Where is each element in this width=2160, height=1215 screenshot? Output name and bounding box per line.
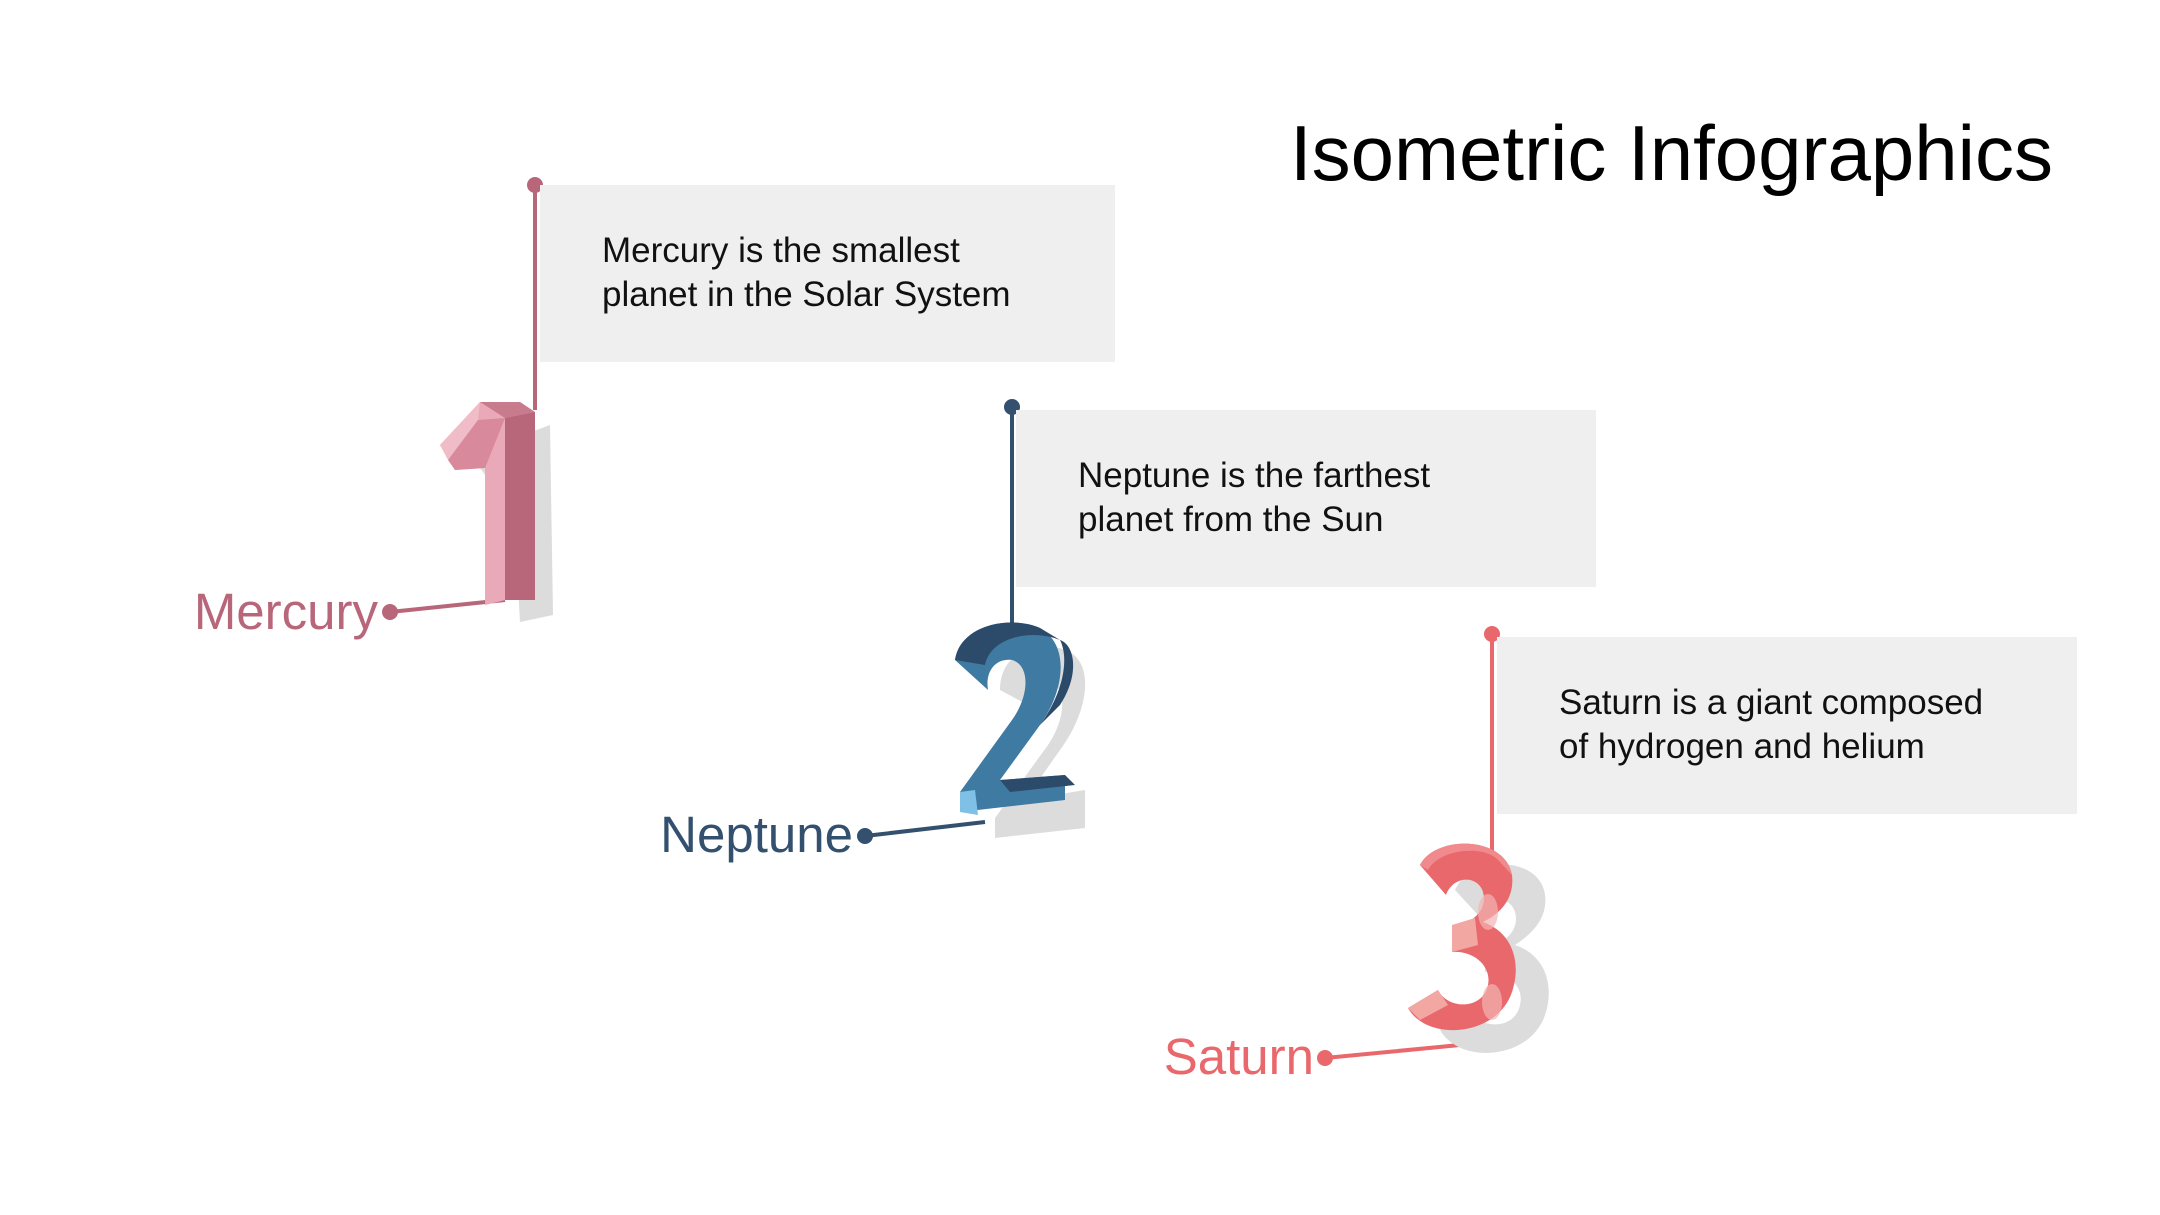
step-2-description-line-2: planet from the Sun: [1078, 500, 1384, 540]
step-3-label-line: [1324, 1043, 1461, 1060]
step-1-top-dot: [527, 177, 543, 193]
page-title: Isometric Infographics: [1290, 109, 2053, 197]
step-3-description-line-1: Saturn is a giant composed: [1559, 683, 1984, 722]
step-1-label-dot: [382, 604, 398, 620]
step-3-connectors: [1317, 626, 1500, 1066]
step-1-description-line-1: Mercury is the smallest: [602, 231, 960, 270]
digit-3-icon: [1408, 843, 1549, 1053]
step-1-label: Mercury: [193, 583, 378, 640]
step-1-description-box: Mercury is the smallest planet in the So…: [540, 185, 1115, 362]
digit-1-icon: [440, 402, 553, 622]
step-2-description-box: Neptune is the farthest planet from the …: [1016, 410, 1596, 587]
step-3-description-line-2: of hydrogen and helium: [1559, 727, 1925, 767]
digit-2-icon: [955, 622, 1086, 838]
step-2-description-line-1: Neptune is the farthest: [1078, 456, 1431, 495]
step-2-label-dot: [857, 828, 873, 844]
step-3-top-dot: [1484, 626, 1500, 642]
step-2-label: Neptune: [660, 806, 853, 863]
step-3-label: Saturn: [1163, 1028, 1314, 1085]
step-3-label-dot: [1317, 1050, 1333, 1066]
step-2-label-line: [864, 820, 986, 838]
step-3-description-box: Saturn is a giant composed of hydrogen a…: [1497, 637, 2077, 814]
step-1-description-line-2: planet in the Solar System: [602, 275, 1011, 315]
